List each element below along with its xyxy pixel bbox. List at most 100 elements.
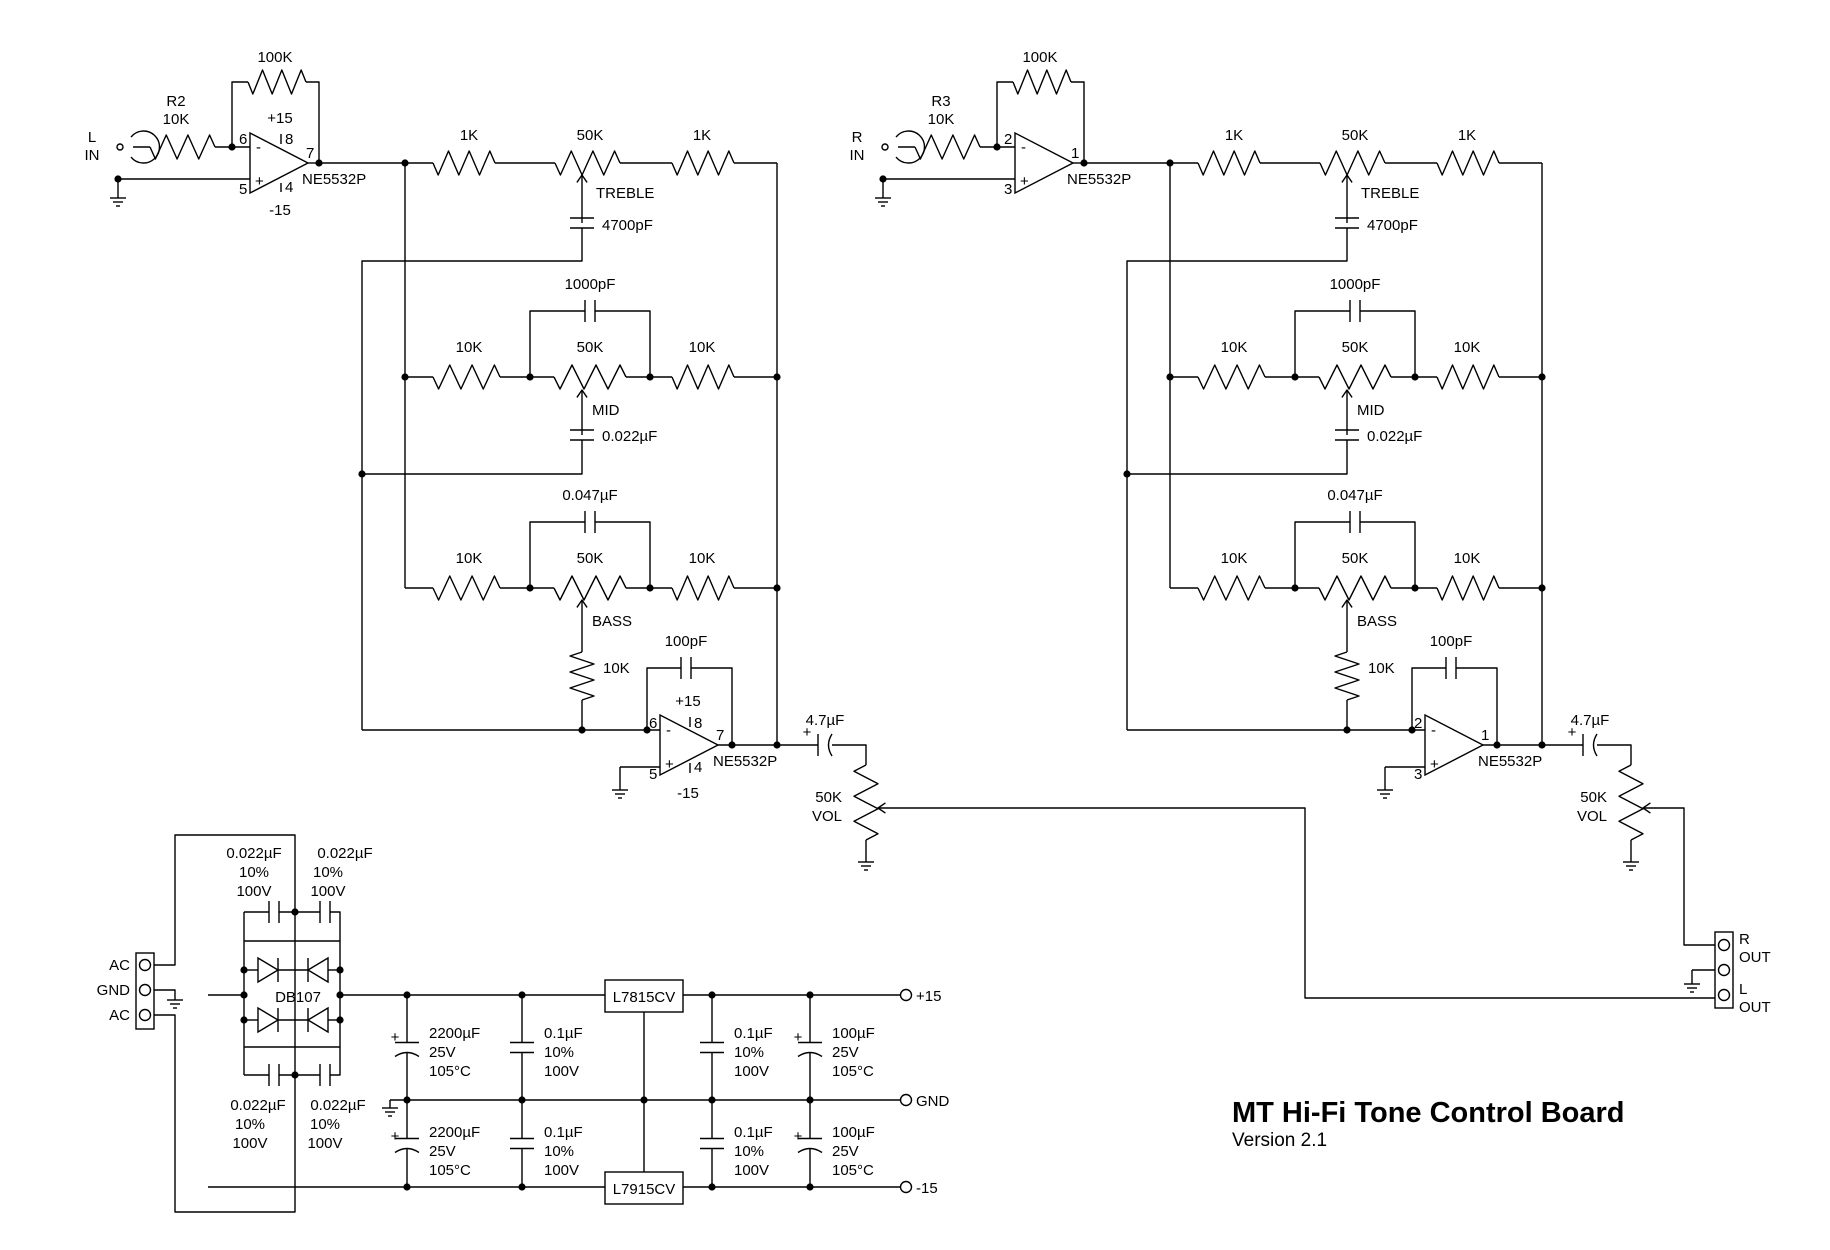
opamp-pin: 1 [1481,727,1489,744]
pot-wiper-arrow [576,389,588,398]
wire [595,521,651,588]
filter-capacitor-value: 100µF [832,1025,875,1042]
opamp-pin: 8 [694,715,702,732]
filter-capacitor-rating: 10% [544,1143,574,1160]
ac-label: AC [109,1007,130,1024]
bass-resistor [1197,575,1266,601]
junction-dot [401,159,409,167]
mid-pot-value: 50K [577,339,604,356]
junction-dot [1123,470,1131,478]
terminal-pin [1717,963,1731,977]
filter-capacitor-value: 0.1µF [544,1025,583,1042]
input-jack-label: L [88,129,96,146]
wire [1360,310,1416,377]
input-jack-label: IN [850,147,865,164]
junction-dot [578,726,586,734]
opamp-noninv-sign: + [1430,756,1439,773]
wire [306,81,320,162]
input-resistor-value: 10K [928,111,955,128]
filter-capacitor-rating: 100V [544,1063,579,1080]
pot-wiper-arrow [576,599,588,608]
capacitor-polarity: + [391,1029,400,1046]
terminal-pin [138,958,152,972]
treble-pot-value: 50K [577,127,604,144]
bass-pot [1318,575,1392,601]
opamp-inv-sign: - [666,722,671,739]
coupling-capacitor [1592,733,1598,757]
junction-dot [1166,159,1174,167]
electrolytic-capacitor [797,1051,823,1058]
rail-output-neg: -15 [916,1180,938,1197]
opamp-part-number: NE5532P [1067,171,1131,188]
junction-dot [336,966,344,974]
junction-dot [1291,584,1299,592]
volume-value: 50K [815,789,842,806]
wire [1360,521,1416,588]
mid-pot [1318,364,1392,390]
treble-pot [1319,150,1386,176]
opamp-noninv-sign: + [255,173,264,190]
junction-dot [526,373,534,381]
junction-dot [1538,584,1546,592]
capacitor-polarity: + [794,1128,803,1145]
wire [595,310,651,377]
wire [529,521,585,588]
bridge-capacitor-voltage: 100V [310,883,345,900]
bridge-capacitor-voltage: 100V [236,883,271,900]
terminal-pin [138,1008,152,1022]
electrolytic-capacitor [797,1147,823,1154]
mid-resistor-value: 10K [689,339,716,356]
wire [1294,310,1350,377]
junction-dot [518,1096,526,1104]
bridge-rectifier-label: DB107 [275,989,321,1006]
mid-bridge-capacitor-value: 1000pF [565,276,616,293]
opamp-supply-pos: +15 [675,693,700,710]
capacitor-polarity: + [1568,724,1577,741]
terminal-pin [899,1093,913,1107]
electrolytic-capacitor [394,1147,420,1154]
junction-dot [240,1016,248,1024]
volume-label: VOL [1577,808,1607,825]
bass-resistor-value: 10K [1454,550,1481,567]
bass-resistor [1436,575,1500,601]
bass-resistor [671,575,735,601]
diode [306,1006,329,1034]
diode [306,956,329,984]
mid-resistor-value: 10K [456,339,483,356]
capacitor-polarity: + [391,1128,400,1145]
wire [1597,744,1632,765]
wire [362,440,583,475]
filter-capacitor-value: 2200µF [429,1025,480,1042]
treble-label: TREBLE [596,185,654,202]
wire [1456,667,1498,745]
opamp-inv-sign: - [1431,722,1436,739]
filter-capacitor-value: 0.1µF [544,1124,583,1141]
mid-capacitor-value: 0.022µF [602,428,657,445]
junction-dot [879,175,887,183]
terminal-pin [1717,988,1731,1002]
filter-capacitor-value: 2200µF [429,1124,480,1141]
filter-capacitor-rating: 10% [734,1044,764,1061]
filter-capacitor-rating: 105°C [429,1162,471,1179]
junction-dot [646,373,654,381]
junction-dot [358,470,366,478]
output-opamp [659,713,720,777]
input-jack-label: IN [85,147,100,164]
feedback-resistor [1012,69,1072,95]
mid-resistor [1197,364,1266,390]
junction-dot [1411,373,1419,381]
feedback-resistor [247,69,307,95]
junction-dot [640,1096,648,1104]
opamp-supply-neg: -15 [677,785,699,802]
input-resistor-ref: R2 [166,93,185,110]
junction-dot [1343,726,1351,734]
bridge-capacitor-voltage: 100V [232,1135,267,1152]
output-feedback-capacitor-value: 100pF [1430,633,1473,650]
treble-resistor-value: 1K [1458,127,1476,144]
junction-dot [336,991,344,999]
opamp-pin: 2 [1004,131,1012,148]
mid-pot [553,364,627,390]
opamp-pin: 7 [306,145,314,162]
bass-leg-resistor-value: 10K [1368,660,1395,677]
treble-resistor-value: 1K [693,127,711,144]
